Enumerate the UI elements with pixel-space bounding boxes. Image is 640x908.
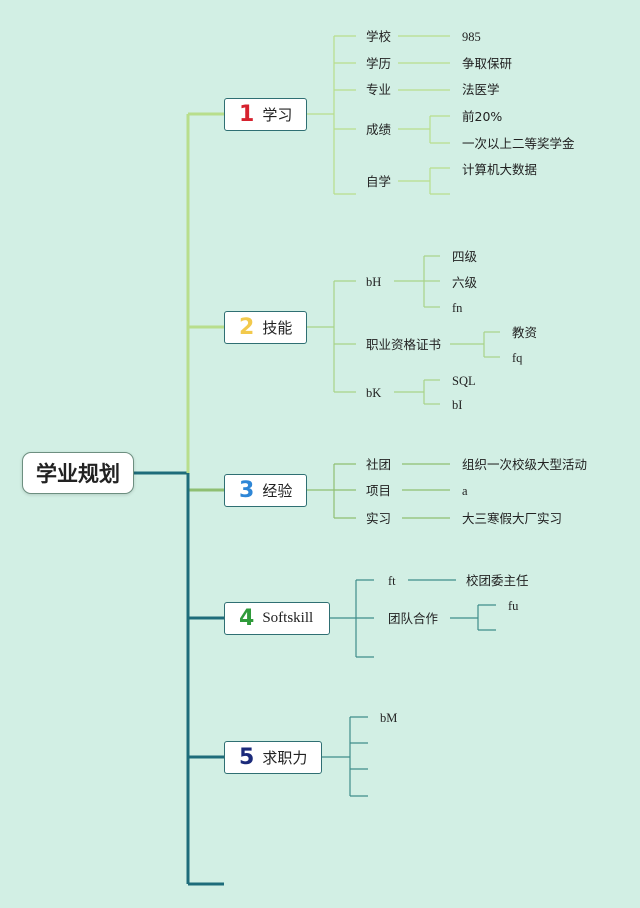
item-label: 自学 (366, 174, 392, 189)
item-value: 争取保研 (462, 56, 513, 71)
branch-label: 求职力 (262, 749, 308, 767)
branch-label: 技能 (262, 319, 293, 337)
branch-node-job-readiness[interactable]: 5 求职力 (224, 741, 322, 774)
item-value: fq (512, 351, 523, 365)
item-label: 学校 (366, 29, 392, 44)
branch-number: 2 (239, 315, 255, 340)
item-value: 校团委主任 (466, 573, 529, 588)
item-label: 社团 (366, 457, 392, 472)
item-value: 985 (462, 30, 481, 44)
item-label: bM (380, 711, 398, 725)
item-label: 成绩 (366, 122, 392, 137)
item-value: fu (508, 599, 519, 613)
item-value: a (462, 484, 468, 498)
item-value: 四级 (452, 249, 478, 264)
item-value: SQL (452, 374, 476, 388)
item-value: 法医学 (462, 82, 500, 97)
branch-number: 1 (239, 102, 255, 127)
item-label: 职业资格证书 (366, 337, 442, 352)
branch-label: 学习 (262, 106, 293, 124)
item-value: 一次以上二等奖学金 (462, 136, 575, 151)
branch-label: 经验 (262, 482, 293, 500)
item-label: 项目 (366, 483, 392, 498)
branch-node-study[interactable]: 1 学习 (224, 98, 307, 131)
branch-number: 4 (239, 606, 255, 631)
item-value: 前20% (462, 109, 503, 124)
item-label: 专业 (366, 82, 392, 97)
item-label: 学历 (366, 56, 392, 71)
item-value: fn (452, 301, 463, 315)
item-label: 团队合作 (388, 611, 439, 626)
item-label: bH (366, 275, 382, 289)
branch-number: 3 (239, 478, 255, 503)
branch-node-experience[interactable]: 3 经验 (224, 474, 307, 507)
branch-label: Softskill (262, 610, 314, 626)
item-value: 计算机大数据 (462, 162, 538, 177)
item-label: ft (388, 574, 396, 588)
item-label: bK (366, 386, 382, 400)
root-label: 学业规划 (36, 462, 120, 486)
item-value: 大三寒假大厂实习 (462, 511, 563, 526)
branch-node-skills[interactable]: 2 技能 (224, 311, 307, 344)
item-value: 组织一次校级大型活动 (462, 457, 588, 472)
item-value: 教资 (512, 325, 538, 340)
branch-number: 5 (239, 745, 255, 770)
item-value: bI (452, 398, 463, 412)
root-node[interactable]: 学业规划 (22, 452, 134, 494)
item-value: 六级 (452, 275, 478, 290)
item-label: 实习 (366, 511, 392, 526)
branch-node-softskill[interactable]: 4 Softskill (224, 602, 330, 635)
